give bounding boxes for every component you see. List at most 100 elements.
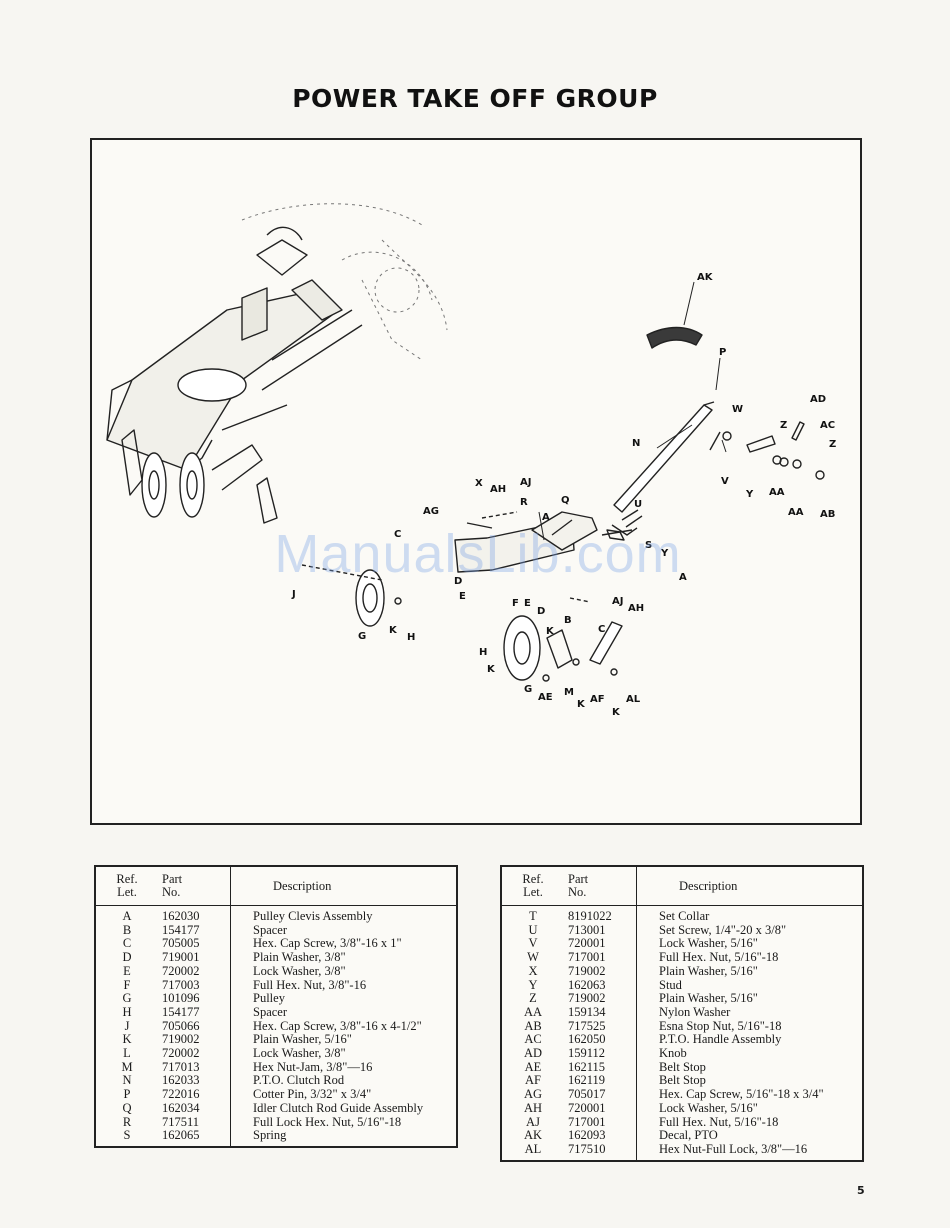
description-cell: Plain Washer, 5/16" <box>230 1033 457 1048</box>
table-row: R 717511 Full Lock Hex. Nut, 5/16"-18 <box>95 1114 457 1130</box>
description-cell: Plain Washer, 3/8" <box>230 950 457 965</box>
callout-label: F <box>512 598 519 609</box>
column-header-ref: Ref. Let. <box>95 866 158 906</box>
ref-letter-cell: AL <box>524 1141 542 1156</box>
callout-label: U <box>634 499 642 510</box>
part-number-cell: 719002 <box>568 991 606 1006</box>
callout-label: AD <box>810 394 826 405</box>
column-header-part-no: Part No. <box>158 866 231 906</box>
description-cell: Hex. Cap Screw, 3/8"-16 x 1" <box>230 937 457 952</box>
part-number-cell: 720002 <box>162 1046 200 1061</box>
callout-label: AC <box>820 420 835 431</box>
ref-letter-cell: N <box>122 1073 132 1088</box>
callout-label: J <box>291 589 296 600</box>
engine-outline <box>241 203 448 361</box>
description-cell: Cotter Pin, 3/32" x 3/4" <box>230 1087 457 1102</box>
description-cell: Hex Nut-Full Lock, 3/8"—16 <box>636 1142 863 1161</box>
callout-label: AB <box>820 509 835 520</box>
description-cell: Hex. Cap Screw, 3/8"-16 x 4-1/2" <box>230 1019 457 1034</box>
callout-label: H <box>479 647 487 658</box>
callout-label: X <box>475 478 483 489</box>
ref-letter-cell: Z <box>529 991 537 1006</box>
description-cell: Spacer <box>230 923 457 938</box>
callout-label: C <box>394 529 401 540</box>
callout-label: K <box>612 707 621 718</box>
part-number-cell: 162030 <box>162 909 200 923</box>
part-number-cell: 8191022 <box>568 909 612 923</box>
callout-label: E <box>459 591 466 602</box>
part-number-cell: 719001 <box>162 950 200 965</box>
description-cell: Knob <box>636 1046 863 1061</box>
ref-letter-cell: F <box>123 977 131 992</box>
description-cell: Belt Stop <box>636 1060 863 1075</box>
ref-letter-cell: U <box>528 922 538 937</box>
page-title: POWER TAKE OFF GROUP <box>292 84 658 113</box>
description-cell: P.T.O. Handle Assembly <box>636 1033 863 1048</box>
callout-label: E <box>524 598 531 609</box>
part-number-cell: 719002 <box>568 963 606 978</box>
description-cell: Plain Washer, 5/16" <box>636 992 863 1006</box>
description-cell: Nylon Washer <box>636 1005 863 1020</box>
callout-label: Z <box>829 439 836 450</box>
part-number-cell: 154177 <box>162 1004 200 1019</box>
ref-letter-cell: X <box>528 963 538 978</box>
callout-label: Z <box>780 420 787 431</box>
description-cell: Spacer <box>230 1005 457 1020</box>
ref-letter-cell: S <box>123 1128 131 1143</box>
callout-label: W <box>732 404 743 415</box>
callout-label: Y <box>660 548 669 559</box>
description-cell: Set Screw, 1/4"-20 x 3/8" <box>636 923 863 938</box>
callout-label: S <box>645 540 652 551</box>
page-number: 5 <box>857 1184 865 1197</box>
part-number-cell: 717013 <box>162 1059 200 1074</box>
ref-letter-cell: AA <box>523 1004 543 1019</box>
ref-letter-cell: AC <box>524 1032 542 1047</box>
ref-letter-cell: L <box>123 1046 131 1061</box>
callout-label: Y <box>745 489 754 500</box>
callout-label: R <box>520 497 528 508</box>
callout-label: AJ <box>520 477 531 488</box>
part-number-cell: 722016 <box>162 1087 200 1102</box>
description-cell: Full Lock Hex. Nut, 5/16"-18 <box>230 1115 457 1130</box>
callout-label: K <box>487 664 496 675</box>
description-cell: Full Hex. Nut, 5/16"-18 <box>636 950 863 965</box>
ref-letter-cell: G <box>122 991 132 1006</box>
callout-label: B <box>564 615 572 626</box>
callout-label: AH <box>628 603 644 614</box>
part-number-cell: 719002 <box>162 1032 200 1047</box>
callout-label: AL <box>626 694 641 705</box>
ref-letter-cell: R <box>122 1114 132 1129</box>
callout-label: AA <box>788 507 804 518</box>
ref-letter-cell: P <box>123 1087 131 1102</box>
description-cell: Full Hex. Nut, 5/16"-18 <box>636 1115 863 1130</box>
callout-label: AJ <box>612 596 623 607</box>
part-number-cell: 705005 <box>162 936 200 951</box>
column-header-description: Description <box>230 866 457 906</box>
ref-letter-cell: H <box>122 1004 132 1019</box>
part-number-cell: 717001 <box>568 1114 606 1129</box>
description-cell: Stud <box>636 978 863 993</box>
description-cell: Lock Washer, 5/16" <box>636 937 863 952</box>
callout-label: G <box>524 684 532 695</box>
ref-letter-cell: A <box>122 909 132 923</box>
part-number-cell: 162034 <box>162 1100 200 1115</box>
description-cell: Full Hex. Nut, 3/8"-16 <box>230 978 457 993</box>
column-header-description: Description <box>636 866 863 906</box>
part-number-cell: 162033 <box>162 1073 200 1088</box>
ref-letter-cell: M <box>121 1059 133 1074</box>
part-number-cell: 717511 <box>162 1114 200 1129</box>
